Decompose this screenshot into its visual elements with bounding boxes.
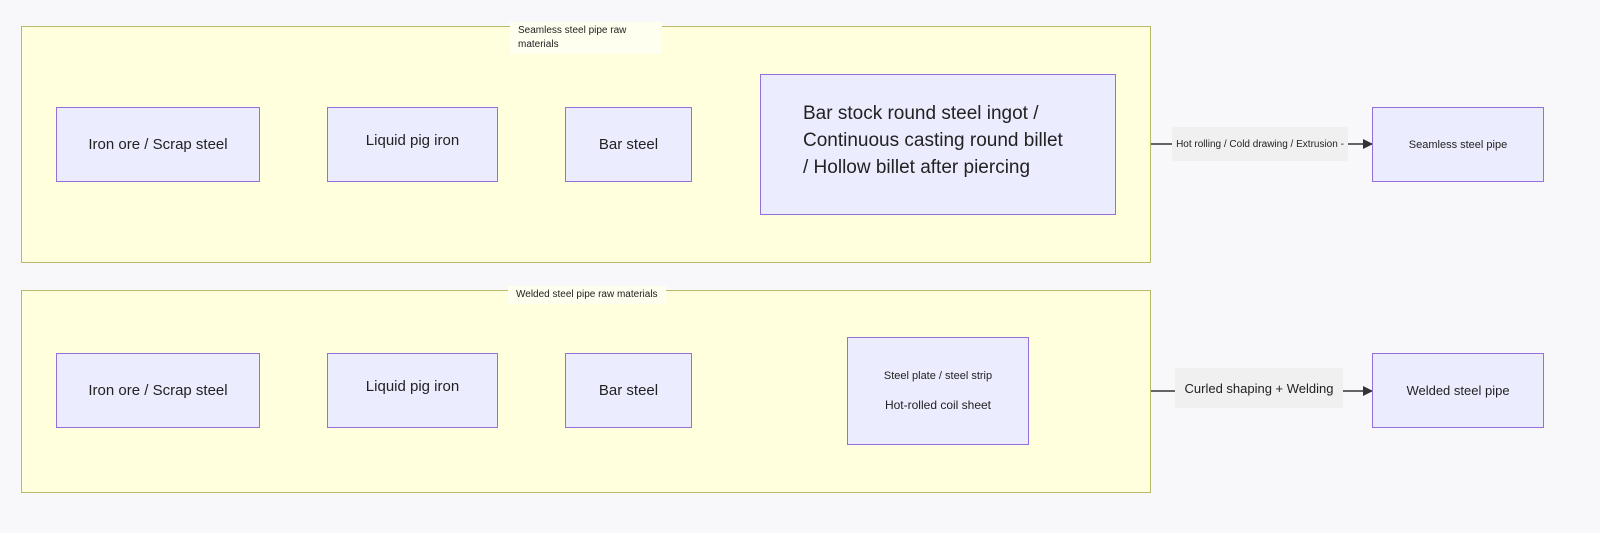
node-label: Bar steel xyxy=(598,136,659,153)
billet-line-1: Bar stock round steel ingot / xyxy=(803,103,1039,124)
welded-node-bar-steel[interactable]: Bar steel xyxy=(565,353,692,428)
node-label-coil: Hot-rolled coil sheet xyxy=(884,398,992,412)
welded-node-iron-ore[interactable]: Iron ore / Scrap steel xyxy=(56,353,260,428)
node-label: Bar steel xyxy=(598,382,659,399)
node-label: Seamless steel pipe xyxy=(1408,138,1508,151)
seamless-node-liquid-pig-iron[interactable]: Liquid pig iron xyxy=(327,107,498,182)
billet-line-3: / Hollow billet after piercing xyxy=(803,157,1031,178)
seamless-edge-label: Hot rolling / Cold drawing / Extrusion - xyxy=(1172,127,1348,161)
node-label: Iron ore / Scrap steel xyxy=(88,382,228,399)
seamless-node-iron-ore[interactable]: Iron ore / Scrap steel xyxy=(56,107,260,182)
node-label: Welded steel pipe xyxy=(1406,383,1510,398)
welded-node-liquid-pig-iron[interactable]: Liquid pig iron xyxy=(327,353,498,428)
welded-cluster-label: Welded steel pipe raw materials xyxy=(508,286,666,304)
node-label: Liquid pig iron xyxy=(365,132,460,149)
welded-node-welded-pipe[interactable]: Welded steel pipe xyxy=(1372,353,1544,428)
seamless-node-bar-steel[interactable]: Bar steel xyxy=(565,107,692,182)
seamless-node-billet[interactable]: Bar stock round steel ingot / Continuous… xyxy=(760,74,1116,215)
seamless-cluster-label: Seamless steel pipe raw materials xyxy=(510,22,662,54)
welded-node-steel-plate[interactable]: Steel plate / steel strip Hot-rolled coi… xyxy=(847,337,1029,445)
node-label: Iron ore / Scrap steel xyxy=(88,136,228,153)
seamless-node-seamless-pipe[interactable]: Seamless steel pipe xyxy=(1372,107,1544,182)
welded-edge-label: Curled shaping + Welding xyxy=(1175,368,1343,408)
node-label: Liquid pig iron xyxy=(365,378,460,395)
billet-line-2: Continuous casting round billet xyxy=(803,130,1063,151)
node-label-plate: Steel plate / steel strip xyxy=(883,370,993,382)
